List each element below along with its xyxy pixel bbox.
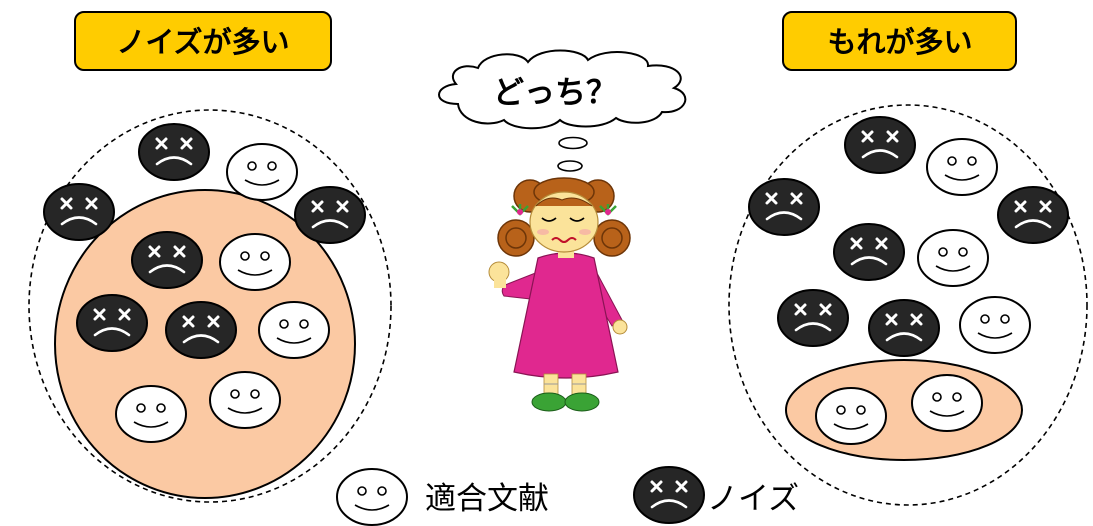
relevant-icon [926, 138, 998, 196]
girl-face [529, 191, 599, 253]
left-title-text: ノイズが多い [116, 25, 289, 59]
legend: 適合文献 ノイズ [336, 465, 799, 526]
noise-icon [996, 185, 1070, 245]
noise-icon [164, 300, 238, 360]
legend-relevant-label: 適合文献 [425, 481, 549, 517]
noise-icon [843, 115, 917, 175]
noise-icon [42, 182, 116, 242]
noise-icon [747, 177, 821, 237]
left-collection-boundary [28, 109, 392, 503]
relevant-icon [115, 385, 187, 443]
relevant-icon [209, 371, 281, 429]
legend-relevant-icon [336, 468, 408, 526]
relevant-icon [911, 374, 983, 432]
relevant-icon [815, 387, 887, 445]
noise-icon [75, 293, 149, 353]
thought-dot [558, 136, 588, 150]
right-collection-boundary [728, 104, 1088, 506]
thought-dot [557, 160, 583, 172]
thought-bubble: どっち？ [438, 49, 687, 192]
noise-icon [137, 122, 211, 182]
left-title-box [74, 11, 332, 71]
girl-eye-right [569, 217, 585, 222]
girl-hair-curl [593, 219, 631, 257]
relevant-icon [219, 233, 291, 291]
relevant-icon [917, 229, 989, 287]
left-set: ノイズが多い [28, 11, 392, 503]
relevant-icon [226, 143, 298, 201]
thought-cloud [438, 49, 687, 130]
thought-text: どっち？ [493, 75, 617, 111]
relevant-icon [959, 296, 1031, 354]
right-title-text: もれが多い [827, 25, 972, 59]
girl-eye-left [541, 217, 557, 222]
right-set: もれが多い [728, 11, 1088, 506]
noise-icon [130, 230, 204, 290]
legend-noise-label: ノイズ [707, 481, 799, 517]
girl-mouth [551, 237, 577, 243]
noise-icon [776, 288, 850, 348]
noise-icon [293, 185, 367, 245]
right-title-box [782, 11, 1017, 71]
girl-hair-curl [497, 219, 535, 257]
girl-shoe-left [531, 392, 567, 412]
girl-hand-right [612, 319, 628, 335]
noise-icon [867, 298, 941, 358]
noise-icon [832, 222, 906, 282]
girl-illustration [488, 177, 631, 412]
legend-noise-icon [632, 465, 706, 525]
girl-shoe-right [564, 392, 600, 412]
relevant-icon [258, 301, 330, 359]
girl-dress [513, 252, 619, 379]
